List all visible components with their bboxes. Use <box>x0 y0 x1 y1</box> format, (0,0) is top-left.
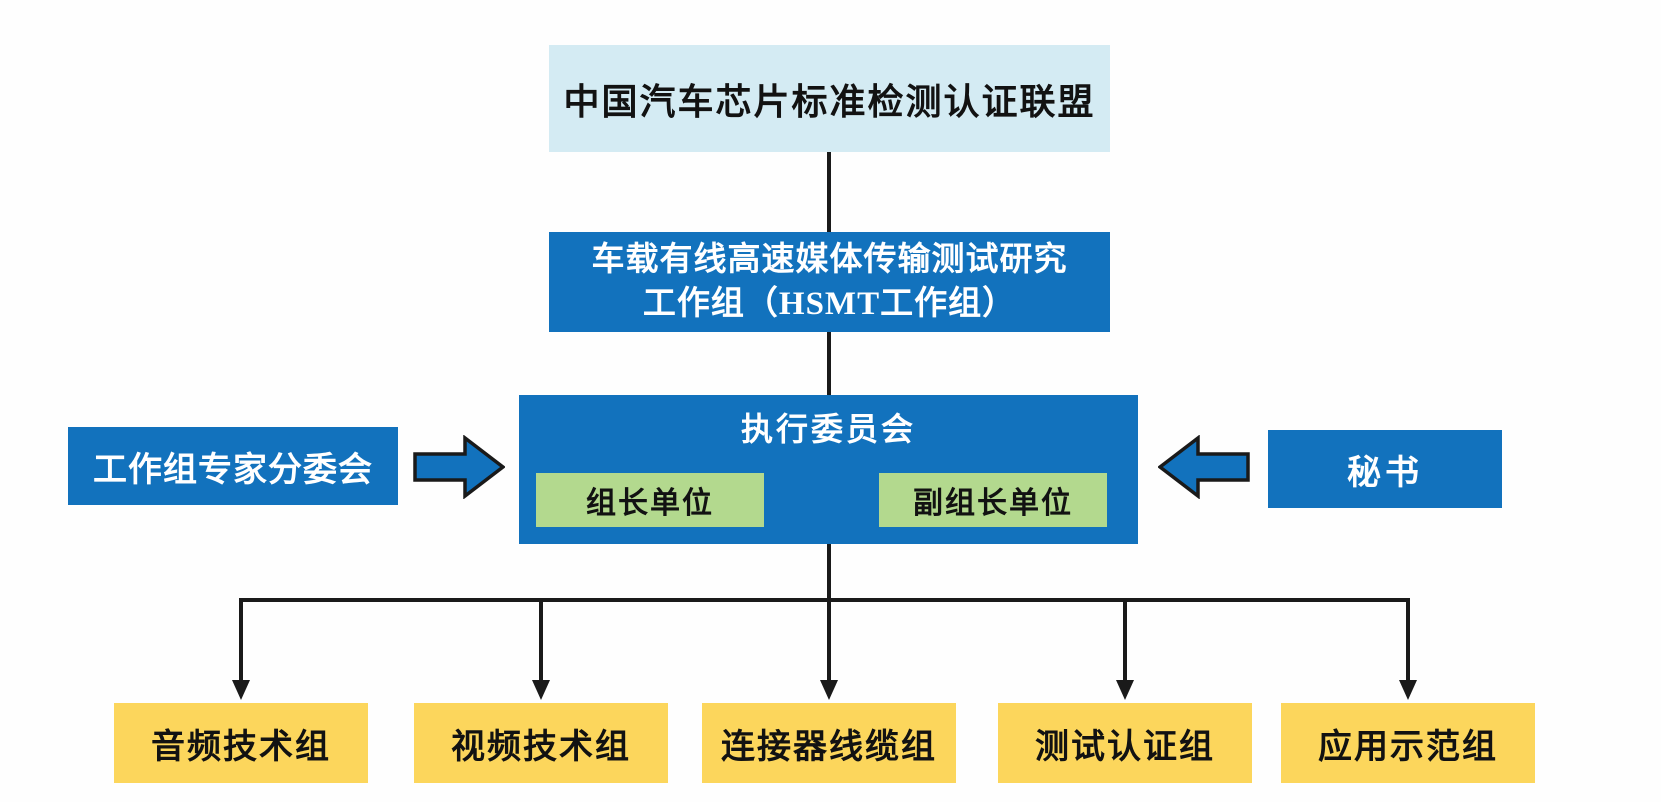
group-box-audio: 音频技术组 <box>114 703 368 783</box>
arrow-down-icon <box>1399 680 1417 700</box>
group-box-application-demo: 应用示范组 <box>1281 703 1535 783</box>
executive-committee-box: 执行委员会 组长单位 副组长单位 <box>519 395 1138 544</box>
branch-stem <box>539 598 543 682</box>
leader-unit-box: 组长单位 <box>536 473 764 527</box>
branch-connector-4 <box>1115 598 1135 701</box>
executive-committee-title: 执行委员会 <box>740 411 916 447</box>
connector-exec-bus <box>827 544 831 600</box>
arrow-down-icon <box>532 680 550 700</box>
arrow-down-icon <box>232 680 250 700</box>
branch-connector-5 <box>1398 598 1418 701</box>
branch-connector-3 <box>819 598 839 701</box>
branch-stem <box>239 598 243 682</box>
branch-connector-1 <box>231 598 251 701</box>
expert-subcommittee-box: 工作组专家分委会 <box>68 427 398 505</box>
alliance-box: 中国汽车芯片标准检测认证联盟 <box>549 45 1110 152</box>
hsmt-workgroup-box: 车载有线高速媒体传输测试研究 工作组（HSMT工作组） <box>549 232 1110 332</box>
branch-stem <box>1123 598 1127 682</box>
group-box-connector-cable: 连接器线缆组 <box>702 703 956 783</box>
connector-workgroup-exec <box>827 332 831 395</box>
arrow-down-icon <box>1116 680 1134 700</box>
branch-stem <box>827 598 831 682</box>
secretary-box: 秘书 <box>1268 430 1502 508</box>
connector-alliance-workgroup <box>827 152 831 232</box>
arrow-left-icon <box>1158 435 1250 499</box>
hsmt-workgroup-line2: 工作组（HSMT工作组） <box>642 286 1017 322</box>
deputy-leader-unit-box: 副组长单位 <box>879 473 1107 527</box>
branch-stem <box>1406 598 1410 682</box>
hsmt-workgroup-line1: 车载有线高速媒体传输测试研究 <box>591 242 1068 278</box>
group-box-test-certification: 测试认证组 <box>998 703 1252 783</box>
group-box-video: 视频技术组 <box>414 703 668 783</box>
arrow-right-icon <box>413 435 505 499</box>
branch-connector-2 <box>531 598 551 701</box>
arrow-down-icon <box>820 680 838 700</box>
connector-bus-line <box>239 598 1410 602</box>
